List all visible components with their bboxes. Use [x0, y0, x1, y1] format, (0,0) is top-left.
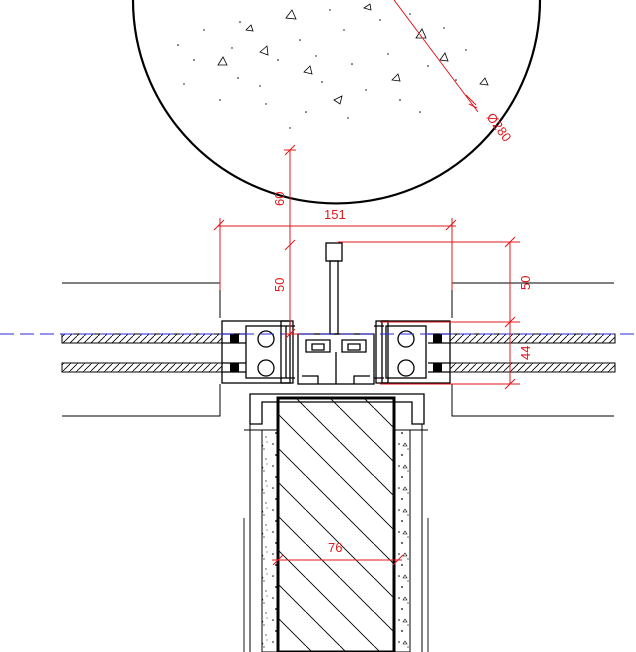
square-column	[243, 396, 429, 652]
right-gaskets	[433, 334, 442, 372]
left-gaskets	[230, 334, 239, 372]
diameter-label: Ø280	[484, 110, 515, 145]
dimension-lines	[213, 0, 520, 566]
left-depth-label: 50	[272, 278, 287, 292]
left-clamp-profile	[221, 320, 295, 384]
right-depth-label: 50	[518, 276, 533, 290]
gap-dimension-label: 60	[272, 192, 287, 206]
round-column	[131, 0, 542, 205]
right-clamp-profile	[374, 320, 451, 384]
concrete-aggregate-marks	[217, 3, 489, 105]
central-mullion	[297, 242, 375, 385]
core-width-label: 76	[328, 540, 342, 555]
concrete-dots	[177, 9, 467, 129]
glass-unit-label: 44	[518, 346, 533, 360]
mullion-width-label: 151	[324, 207, 346, 222]
cap-plate	[249, 393, 425, 425]
